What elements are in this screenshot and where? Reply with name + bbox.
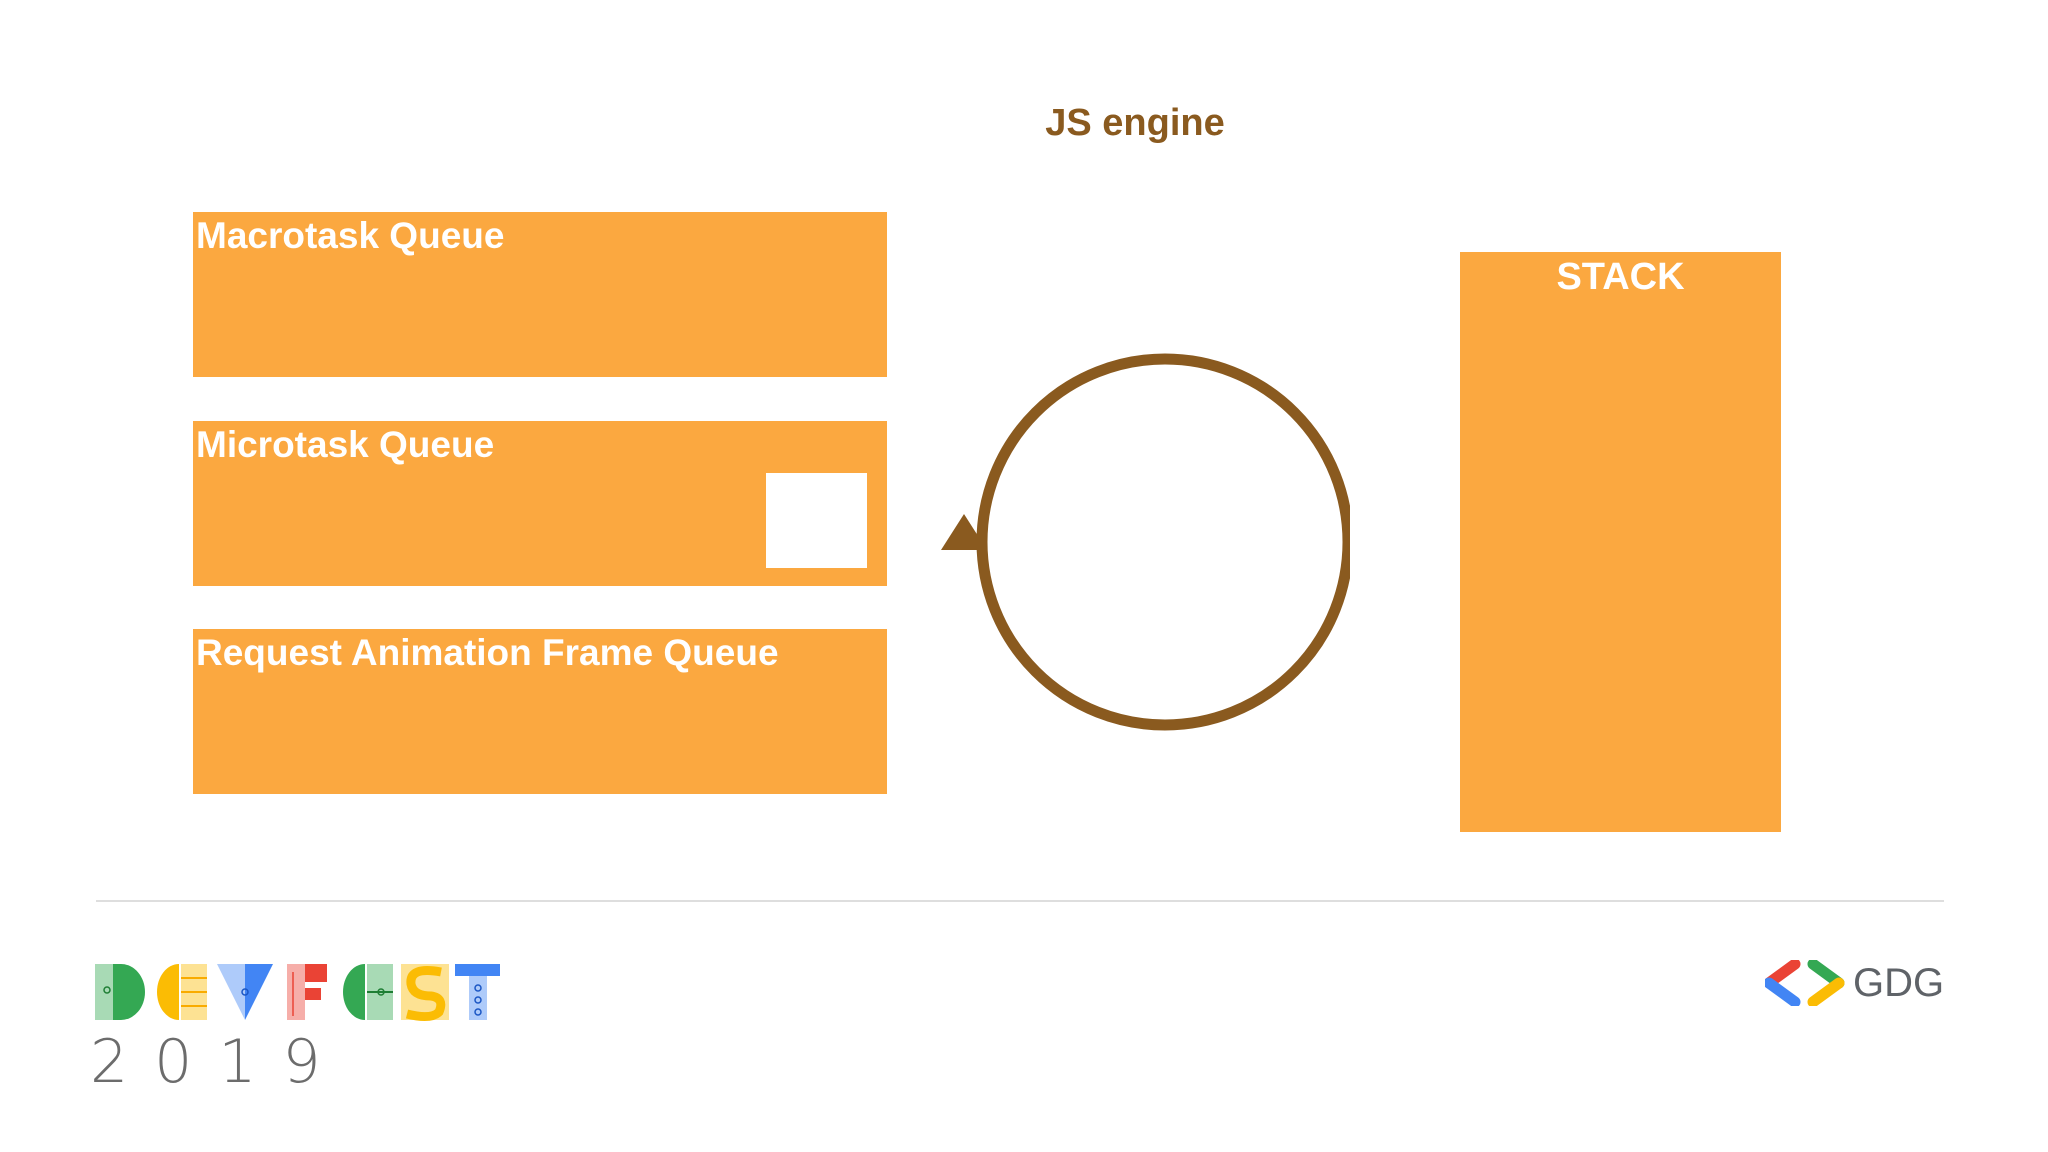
event-loop-icon <box>941 353 1350 731</box>
devfest-letter-f <box>287 964 327 1020</box>
raf-queue: Request Animation Frame Queue <box>193 629 887 794</box>
event-loop-circle <box>976 353 1350 731</box>
devfest-year: 2019 <box>90 1027 347 1097</box>
call-stack: STACK <box>1460 252 1781 832</box>
stack-label: STACK <box>1556 256 1685 298</box>
microtask-queue-label: Microtask Queue <box>196 424 495 465</box>
devfest-letter-d <box>95 964 145 1020</box>
devfest-letter-e <box>157 964 207 1020</box>
gdg-logo: GDG <box>1765 960 1944 1006</box>
microtask-item <box>766 473 867 568</box>
macrotask-queue-label: Macrotask Queue <box>196 215 505 256</box>
devfest-letter-v <box>217 964 273 1020</box>
gdg-logo-icon <box>1765 960 1845 1006</box>
devfest-letter-t <box>455 964 500 1020</box>
footer-divider <box>96 900 1944 902</box>
diagram-title: JS engine <box>1045 102 1225 144</box>
gdg-label: GDG <box>1853 960 1945 1005</box>
devfest-letter-e2 <box>343 964 393 1020</box>
event-loop-arrowhead <box>941 514 987 550</box>
devfest-logo <box>95 964 500 1022</box>
microtask-queue: Microtask Queue <box>193 421 887 586</box>
macrotask-queue: Macrotask Queue <box>193 212 887 377</box>
raf-queue-label: Request Animation Frame Queue <box>196 632 779 673</box>
devfest-letter-s <box>401 964 449 1022</box>
